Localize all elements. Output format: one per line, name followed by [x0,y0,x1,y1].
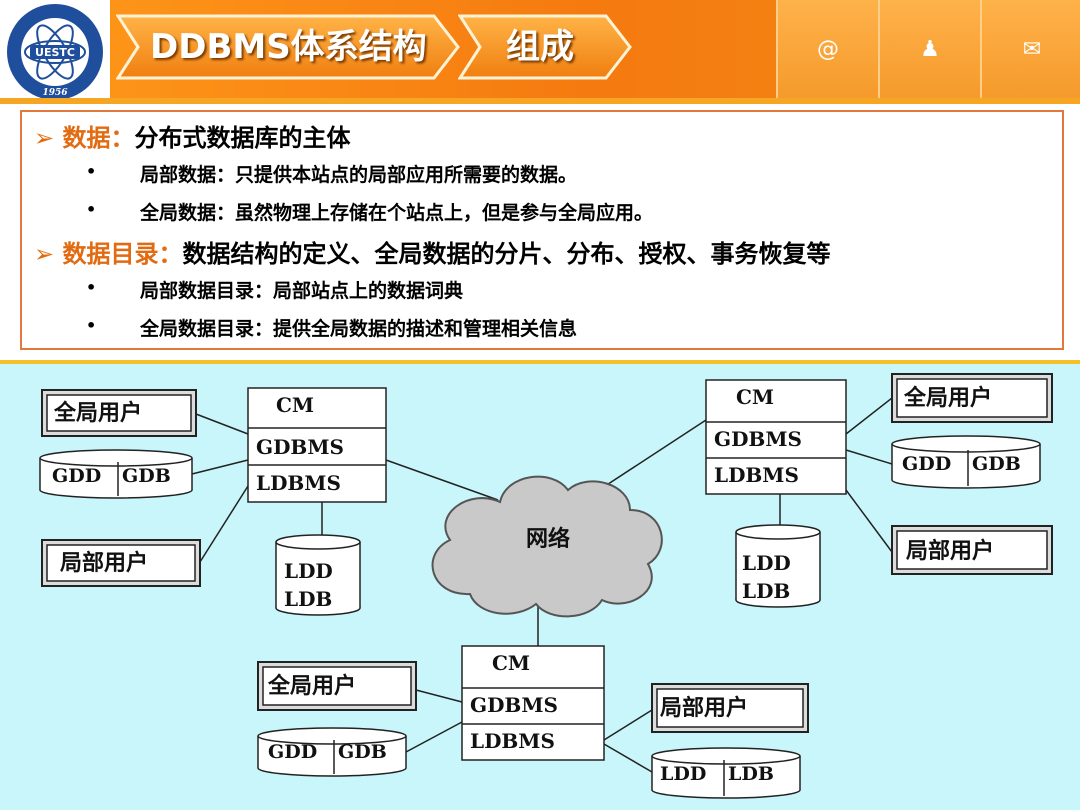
section-term: 数据目录： [62,239,183,268]
breadcrumb-label: DDBMS体系结构 [150,27,427,67]
arrow-bullet-icon: ➢ [34,240,63,268]
ldbms-label: LDBMS [256,471,341,495]
university-logo-icon: UESTC 1956 [7,4,103,100]
local-user-box[interactable]: 局部用户 [41,539,201,587]
diagram-canvas: 网络 全局用户 GDD GDB 局部用户 [39,373,1053,799]
dot-bullet-icon: • [86,200,97,219]
dot-bullet-icon: • [86,278,97,297]
network-cloud-icon: 网络 [431,475,663,618]
gdbms-label: GDBMS [470,693,558,717]
content-panel: ➢ 数据：分布式数据库的主体 • 局部数据：只提供本站点的局部应用所需要的数据。… [20,110,1064,350]
dbms-stack: CM GDBMS LDBMS [461,645,605,761]
gdd-gdb-store: GDD GDB [257,727,407,777]
header-rule [0,98,1080,104]
chevron-shape-icon [116,14,460,80]
ldd-label: LDD [284,559,333,583]
at-sign-icon: @ [817,36,839,62]
global-user-label: 全局用户 [53,400,142,426]
local-user-label: 局部用户 [660,695,748,721]
dot-bullet-icon: • [86,316,97,335]
logo-text: UESTC [35,46,75,59]
local-user-label: 局部用户 [60,550,148,576]
list-item: 全局数据：虽然物理上存储在个站点上，但是参与全局应用。 [140,202,654,224]
list-item: 局部数据：只提供本站点的局部应用所需要的数据。 [140,164,578,186]
gdb-label: GDB [122,465,171,487]
gdd-gdb-store: GDD GDB [891,435,1041,489]
ldd-ldb-store: LDD LDB [735,524,821,608]
global-user-box[interactable]: 全局用户 [257,661,417,711]
mail-icon: ✉ [1022,36,1042,62]
site-3: CM GDBMS LDBMS 全局用户 GDD GDB [257,645,809,799]
section-data: ➢ 数据：分布式数据库的主体 [34,118,350,153]
dot-bullet-icon: • [86,162,97,181]
global-user-label: 全局用户 [267,673,356,699]
dbms-stack: CM GDBMS LDBMS [705,379,847,495]
section-divider [0,360,1080,364]
gdb-label: GDB [338,741,387,763]
global-user-label: 全局用户 [903,385,992,411]
ldd-ldb-store: LDD LDB [275,534,361,616]
section-desc: 分布式数据库的主体 [134,123,351,152]
cm-label: CM [492,651,530,675]
ldb-label: LDB [284,587,332,611]
ldd-label: LDD [742,551,791,575]
local-user-label: 局部用户 [906,538,994,564]
section-term: 数据： [62,123,135,152]
gdd-gdb-store: GDD GDB [39,449,193,499]
at-sign-button[interactable]: @ [776,0,878,98]
arrow-bullet-icon: ➢ [34,124,63,152]
breadcrumb-label: 组成 [506,27,574,67]
dbms-stack: CM GDBMS LDBMS [247,387,387,503]
site-2: CM GDBMS LDBMS 全局用户 GDD GDB [705,373,1053,608]
ldbms-label: LDBMS [470,729,555,753]
local-user-box[interactable]: 局部用户 [891,525,1053,575]
logo-area: UESTC 1956 [0,0,110,104]
gdd-label: GDD [52,465,101,487]
list-item: 全局数据目录：提供全局数据的描述和管理相关信息 [140,318,578,340]
global-user-box[interactable]: 全局用户 [41,389,197,437]
section-catalog: ➢ 数据目录：数据结构的定义、全局数据的分片、分布、授权、事务恢复等 [34,234,830,269]
logo-year: 1956 [42,88,68,98]
network-label: 网络 [526,526,570,552]
cm-label: CM [736,385,774,409]
breadcrumb-item-ddbms[interactable]: DDBMS体系结构 [116,14,462,80]
gdb-label: GDB [972,453,1021,475]
person-button[interactable]: ♟ [878,0,980,98]
gdd-label: GDD [268,741,317,763]
ldd-label: LDD [660,763,706,785]
site-1: 全局用户 GDD GDB 局部用户 CM [39,387,387,616]
gdbms-label: GDBMS [714,427,802,451]
ldb-label: LDB [742,579,790,603]
mail-button[interactable]: ✉ [980,0,1080,98]
ldd-ldb-store: LDD LDB [651,747,801,799]
local-user-box[interactable]: 局部用户 [651,683,809,733]
breadcrumb-item-components[interactable]: 组成 [458,14,634,80]
chevron-shape-icon [458,14,632,80]
global-user-box[interactable]: 全局用户 [891,373,1053,423]
person-icon: ♟ [920,36,940,62]
list-item: 局部数据目录：局部站点上的数据词典 [140,280,464,302]
header-bar: UESTC 1956 DDBMS体系结构 组成 @ [0,0,1080,104]
ldbms-label: LDBMS [714,463,799,487]
cm-label: CM [276,393,314,417]
section-desc: 数据结构的定义、全局数据的分片、分布、授权、事务恢复等 [182,239,831,268]
ldb-label: LDB [728,763,774,785]
architecture-diagram: 网络 全局用户 GDD GDB 局部用户 [0,364,1080,810]
gdd-label: GDD [902,453,951,475]
gdbms-label: GDBMS [256,435,344,459]
